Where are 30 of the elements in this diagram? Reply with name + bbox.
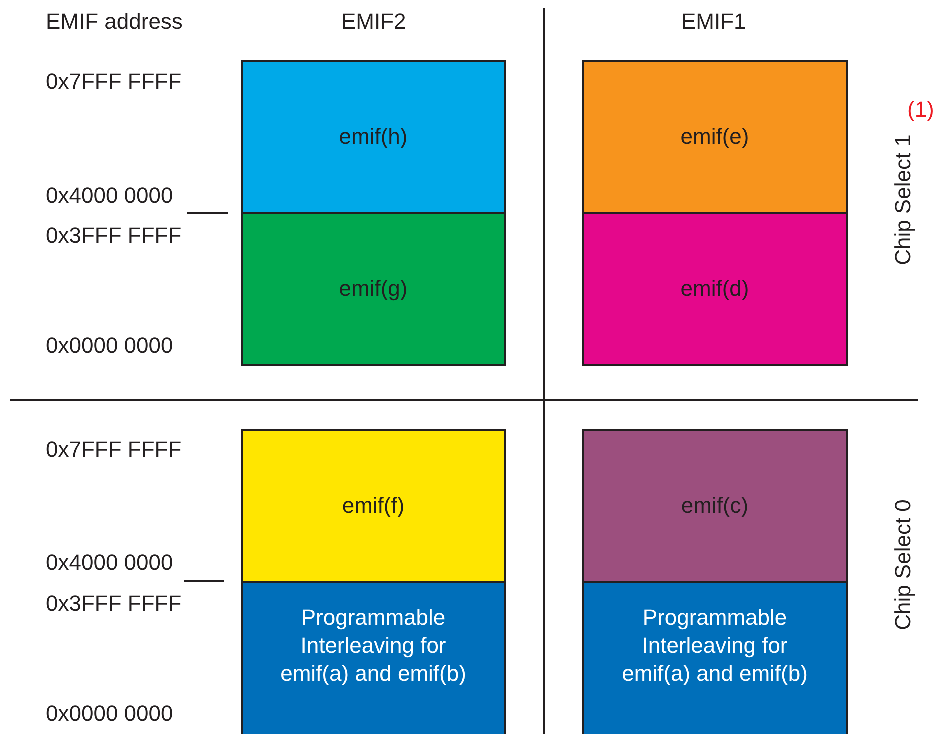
region-label: emif(f) (342, 492, 405, 520)
region-label: Programmable Interleaving for emif(a) and emif(b) (280, 604, 468, 688)
address-label: 0x3FFF FFFF (46, 591, 182, 617)
footnote-mark: (1) (908, 97, 934, 123)
memory-region-block (241, 212, 506, 366)
address-label: 0x0000 0000 (46, 333, 174, 359)
memory-region-block (582, 581, 848, 734)
column-heading: EMIF address (46, 9, 183, 35)
chip-select-label: Chip Select 1 (890, 134, 916, 266)
address-label: 0x4000 0000 (46, 183, 174, 209)
memory-region-block (241, 581, 506, 734)
address-label: 0x0000 0000 (46, 701, 174, 727)
region-label: emif(g) (339, 275, 408, 303)
region-label: Programmable Interleaving for emif(a) and emif(b) (621, 604, 809, 688)
column-heading: EMIF2 (342, 9, 406, 35)
memory-region-block (582, 212, 848, 366)
chip-select-label: Chip Select 0 (890, 500, 916, 630)
address-label: 0x4000 0000 (46, 550, 174, 576)
address-label: 0x7FFF FFFF (46, 437, 182, 463)
address-label: 0x3FFF FFFF (46, 223, 182, 249)
memory-region-block (241, 60, 506, 214)
memory-region-block (241, 429, 506, 583)
column-heading: EMIF1 (682, 9, 746, 35)
region-label: emif(e) (680, 123, 750, 151)
memory-region-block (582, 60, 848, 214)
memory-region-block (582, 429, 848, 583)
region-label: emif(h) (339, 123, 408, 151)
region-label: emif(c) (681, 492, 749, 520)
address-label: 0x7FFF FFFF (46, 69, 182, 95)
region-label: emif(d) (680, 275, 750, 303)
